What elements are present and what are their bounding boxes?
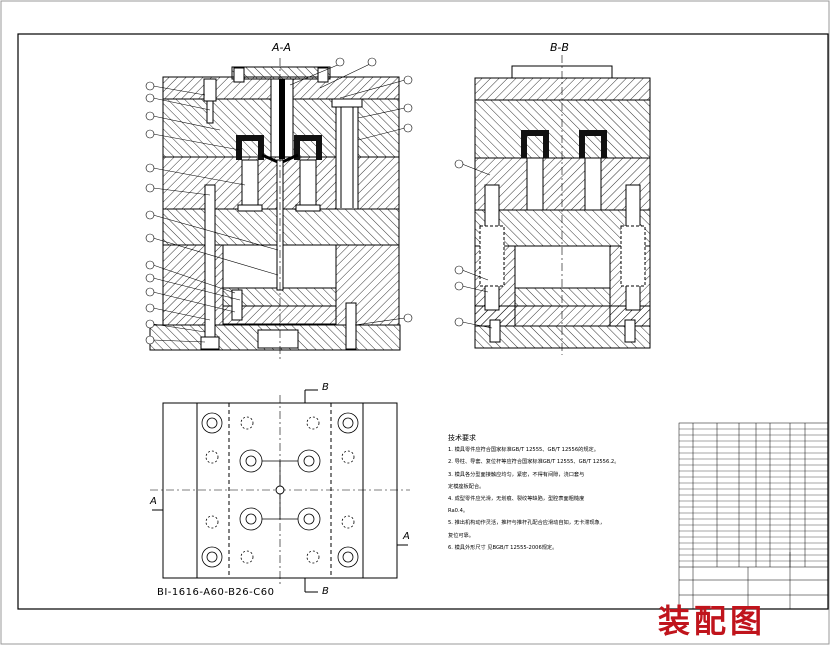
notes-line: 复位可靠。 bbox=[448, 532, 474, 539]
plan-view bbox=[150, 389, 410, 593]
section-bb-title: B-B bbox=[550, 41, 569, 54]
technical-notes: 技术要求 1. 模具零件应符合国家标准GB/T 12555、GB/T 12556… bbox=[448, 432, 663, 554]
cut-a-left-label: A bbox=[150, 496, 157, 507]
parts-list-rows bbox=[679, 428, 828, 562]
notes-line: 6. 模具外形尺寸 见BGB/T 12555-2006规定。 bbox=[448, 544, 558, 551]
cut-a-right-label: A bbox=[403, 531, 410, 542]
drawing-title-stamp: 装配图 bbox=[658, 602, 767, 640]
notes-line: 4. 成型零件应光滑，无划痕、裂纹等缺陷，型腔表面粗糙度 bbox=[448, 496, 585, 503]
parts-list-table bbox=[678, 422, 829, 610]
notes-title: 技术要求 bbox=[448, 434, 476, 442]
notes-line: 3. 模具各分型面接触应均匀，紧密，不得有间隙，浇口套与 bbox=[448, 471, 585, 478]
cut-b-top-label: B bbox=[322, 382, 329, 393]
section-bb-view bbox=[454, 55, 651, 355]
drawing-frame bbox=[17, 33, 829, 610]
section-aa-title: A-A bbox=[272, 41, 292, 54]
notes-line: Ra0.4。 bbox=[448, 508, 469, 515]
notes-line: 2. 导柱、导套、复位杆等应符合国家标准GB/T 12555、GB/T 1255… bbox=[448, 459, 620, 466]
mold-base-model: BI-1616-A60-B26-C60 bbox=[157, 587, 275, 598]
notes-line: 定模座板配合。 bbox=[448, 483, 485, 490]
notes-line: 1. 模具零件应符合国家标准GB/T 12555、GB/T 12556的规定。 bbox=[448, 447, 599, 454]
cut-b-bottom-label: B bbox=[322, 586, 329, 597]
section-aa-view bbox=[145, 57, 413, 360]
notes-line: 5. 推出机构动作灵活，推杆与推杆孔配合应滑动自如，无卡滞现象， bbox=[448, 520, 606, 527]
